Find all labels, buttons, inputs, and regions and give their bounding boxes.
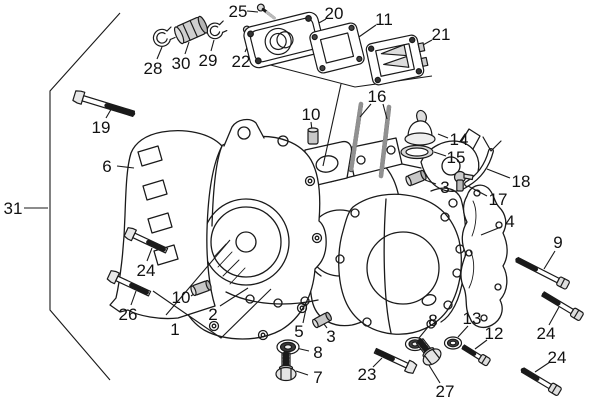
callout-31-label: 31 (4, 199, 23, 218)
part-spacer-10-top (307, 127, 319, 145)
part-drain-plug-7 (275, 350, 297, 382)
callout-15-label: 15 (447, 148, 466, 167)
callout-18-label: 18 (512, 172, 531, 191)
callout-24-right-label: 24 (537, 324, 556, 343)
part-bushing-3-top (405, 169, 427, 187)
callout-13-label: 13 (463, 309, 482, 328)
callout-19-label: 19 (92, 118, 111, 137)
callout-9-label: 9 (553, 233, 562, 252)
pointer-1-steep (165, 239, 231, 316)
part-washer-13 (443, 336, 463, 350)
part-bushing-3-bottom (312, 311, 332, 329)
callout-30-label: 30 (172, 54, 191, 73)
part-screw-25 (256, 3, 276, 20)
callout-8-left-label: 8 (313, 343, 322, 362)
callout-17-label: 17 (489, 190, 508, 209)
callout-10-bottom-label: 10 (172, 288, 191, 307)
part-bolt-9 (514, 256, 570, 290)
part-clutch-cover (335, 193, 462, 335)
callout-23-label: 23 (358, 365, 377, 384)
callout-1-label: 1 (170, 320, 179, 339)
part-gasket (460, 184, 508, 329)
callout-28-label: 28 (144, 59, 163, 78)
callout-24-left-label: 24 (137, 261, 156, 280)
callout-10-top-label: 10 (302, 105, 321, 124)
bracket-1 (152, 288, 272, 339)
callout-26-label: 26 (119, 305, 138, 324)
part-heat-shield (109, 130, 223, 320)
callout-16-label: 16 (368, 87, 387, 106)
callout-21-label: 21 (432, 25, 451, 44)
part-bolt-23 (373, 347, 418, 374)
callout-11-label: 11 (375, 10, 393, 29)
callout-labels: 25 20 11 21 28 30 29 22 19 6 31 16 10 14… (4, 2, 567, 401)
part-crankcase-left-half (175, 118, 327, 341)
callout-2-label: 2 (208, 305, 217, 324)
callout-20-label: 20 (325, 4, 344, 23)
part-reed-gasket-11 (309, 22, 365, 74)
callout-6-label: 6 (102, 157, 111, 176)
callout-3-top-label: 3 (440, 178, 449, 197)
part-bolt-26 (106, 270, 152, 297)
callout-24-bottom-right-label: 24 (548, 348, 567, 367)
callout-8-right-label: 8 (428, 311, 437, 330)
callout-25-label: 25 (229, 2, 248, 21)
part-washer-8-left (276, 339, 300, 355)
callout-14-label: 14 (450, 130, 469, 149)
part-stud-pair (348, 101, 392, 179)
part-filler-cap-14 (404, 109, 436, 146)
callout-4-label: 4 (505, 212, 514, 231)
part-reed-valve-21 (365, 34, 429, 86)
part-drain-plug-27 (416, 338, 442, 366)
part-bolt-12 (461, 344, 491, 367)
part-hose-clamp-29 (206, 20, 228, 40)
part-bolt-24-right (540, 291, 584, 321)
callout-5-label: 5 (294, 322, 303, 341)
part-spacer-10-bottom (190, 279, 212, 297)
part-banjo-fitting-17 (453, 170, 474, 192)
part-bolt-24-left (123, 227, 169, 254)
part-rubber-sleeve-30 (173, 15, 209, 45)
part-bolt-19 (72, 90, 136, 117)
part-o-ring-15 (400, 144, 434, 160)
part-hose-18 (464, 136, 502, 187)
callout-22-label: 22 (232, 52, 251, 71)
bracket-31 (49, 12, 121, 381)
part-bolt-24-bottom-right (520, 367, 562, 396)
callout-29-label: 29 (199, 51, 218, 70)
callout-12-label: 12 (485, 324, 504, 343)
callout-3-bottom-label: 3 (326, 327, 335, 346)
callout-27-label: 27 (436, 382, 455, 401)
callout-7-label: 7 (313, 368, 322, 387)
part-hose-clamp-28 (152, 26, 176, 47)
